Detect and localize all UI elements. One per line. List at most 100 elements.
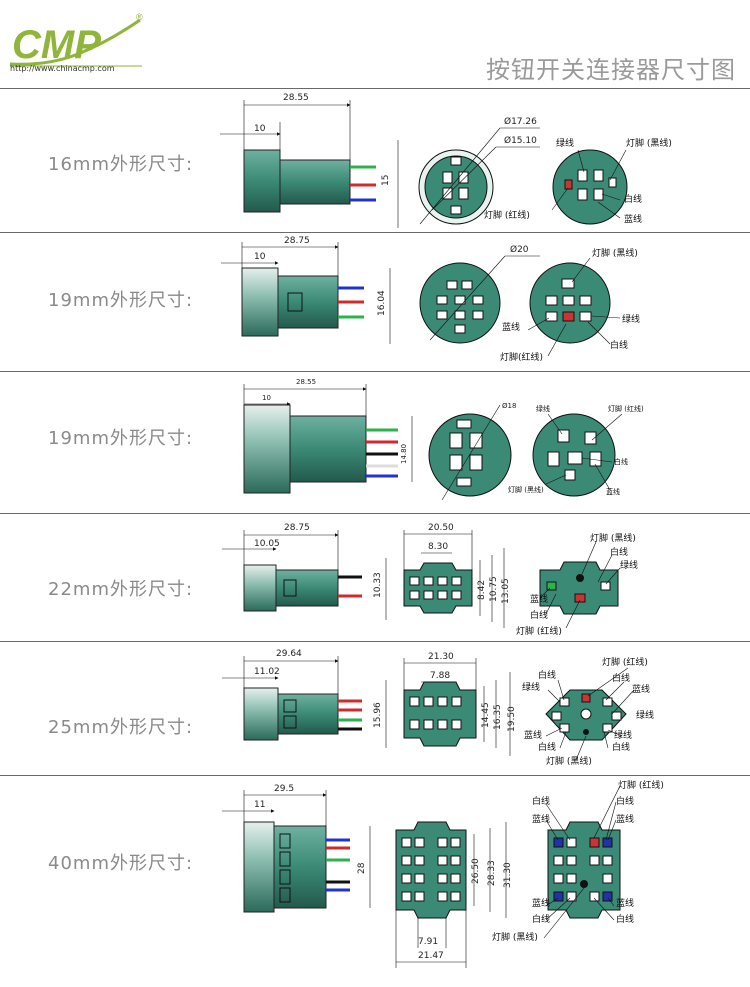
pin-label: 灯脚 (黑线)	[592, 247, 638, 259]
pin-label: 蓝线	[624, 213, 642, 225]
section-label-19mm-a: 19mm外形尺寸:	[48, 290, 194, 311]
dim-total: 28.55	[296, 378, 316, 386]
dim-h2: 16.35	[493, 704, 503, 730]
pin-label: 白线	[532, 913, 550, 925]
registered-mark: ®	[136, 12, 143, 22]
dim-width: 20.50	[428, 523, 454, 533]
side-view-25mm: 29.64 11.02 15.96	[222, 649, 387, 748]
divider	[0, 775, 750, 776]
dim-inner-dia: Ø15.10	[504, 135, 537, 146]
pin-label: 蓝线	[532, 897, 550, 909]
divider	[0, 513, 750, 514]
pin-label: 白线	[610, 339, 628, 351]
section-label-19mm-b: 19mm外形尺寸:	[48, 428, 194, 449]
dim-height: 10.33	[373, 572, 383, 598]
front-view-19mm-b: Ø18	[428, 402, 516, 501]
pin-label: 灯脚 (黑线)	[626, 137, 672, 149]
pin-view-25mm: 白线 灯脚 (红线) 白线 绿线 蓝线 绿线 蓝线 绿线 白线 灯脚 (黑线) …	[522, 656, 654, 767]
pin-label: 灯脚(红线)	[500, 351, 543, 363]
dim-height: 15.96	[373, 702, 383, 728]
dim-front: 10	[254, 252, 266, 262]
dim-total: 28.75	[284, 523, 310, 533]
dim-front: 11	[254, 800, 265, 810]
pin-label: 蓝线	[616, 897, 634, 909]
pin-view-19mm-a: 灯脚 (黑线) 蓝线 绿线 白线 灯脚(红线)	[500, 247, 640, 363]
pin-label: 蓝线	[532, 813, 550, 825]
pin-label: 白线	[624, 193, 642, 205]
pin-label: 灯脚 (黑线)	[546, 755, 592, 767]
pin-label: 蓝线	[632, 683, 650, 695]
logo-url: http://www.chinacmp.com	[10, 64, 115, 73]
dim-front: 10	[254, 124, 266, 134]
front-view-16mm: Ø17.26 Ø15.10	[418, 116, 540, 225]
logo-text: CMP	[12, 23, 101, 67]
pin-label: 白线	[610, 546, 628, 558]
front-view-25mm: 21.30 7.88 14.45 16.35 19.50	[403, 652, 517, 756]
pin-label: 白线	[616, 795, 634, 807]
pin-label: 绿线	[622, 313, 640, 325]
pin-label: 灯脚 (红线)	[618, 779, 664, 791]
front-view-22mm: 20.50 8.30 8.42 10.75 13.05	[403, 523, 511, 628]
dim-outer-dia: Ø17.26	[504, 116, 537, 127]
pin-label: 白线	[538, 741, 556, 753]
pin-label: 白线	[532, 795, 550, 807]
dim-front: 10	[262, 394, 271, 402]
side-view-22mm: 28.75 10.05 10.33	[222, 523, 387, 620]
dim-h1: 14.45	[481, 702, 491, 728]
pin-label: 蓝线	[616, 813, 634, 825]
section-label-40mm: 40mm外形尺寸:	[48, 853, 194, 874]
dim-h3: 13.05	[501, 578, 511, 604]
pin-label: 白线	[614, 457, 628, 466]
front-view-19mm-a: Ø20	[419, 244, 540, 344]
dim-h1: 26.50	[471, 858, 481, 884]
dim-h2: 28.33	[487, 860, 497, 886]
dim-total: 28.55	[283, 93, 309, 103]
dim-total: 28.75	[284, 236, 310, 246]
pin-label: 绿线	[620, 559, 638, 571]
page-title: 按钮开关连接器尺寸图	[486, 56, 736, 84]
section-label-25mm: 25mm外形尺寸:	[48, 717, 194, 738]
dim-height: 28	[357, 862, 367, 874]
dim-h3: 19.50	[507, 706, 517, 732]
pin-label: 绿线	[556, 137, 574, 149]
page-header: CMP ® http://www.chinacmp.com 按钮开关连接器尺寸图	[0, 0, 750, 88]
dim-height: 15	[381, 175, 391, 186]
pin-view-22mm: 灯脚 (黑线) 白线 绿线 蓝线 白线 灯脚 (红线)	[516, 532, 638, 637]
pin-view-16mm: 绿线 灯脚 (黑线) 白线 蓝线 灯脚 (红线)	[484, 137, 672, 225]
divider	[0, 371, 750, 372]
pin-label: 绿线	[614, 729, 632, 741]
pin-label: 蓝线	[606, 487, 620, 496]
dim-front: 11.02	[254, 667, 280, 677]
dim-inner-width: 7.91	[418, 937, 438, 947]
pin-label: 蓝线	[502, 321, 520, 333]
dim-h3: 31.30	[503, 862, 513, 888]
dim-inner-width: 7.88	[430, 671, 450, 681]
pin-label: 蓝线	[530, 593, 548, 605]
pin-label: 白线	[612, 741, 630, 753]
side-view-19mm-b: 28.55 10 14.80	[243, 378, 413, 494]
dim-total: 29.5	[274, 784, 294, 794]
dim-front: 10.05	[254, 539, 280, 549]
side-view-40mm: 29.5 11 28	[222, 784, 371, 913]
side-view-16mm: 28.55 10 15	[220, 93, 399, 228]
dim-height: 14.80	[400, 444, 408, 464]
pin-label: 白线	[530, 609, 548, 621]
cmp-logo: CMP	[9, 18, 142, 67]
dim-outer-dia: Ø20	[510, 244, 529, 255]
dim-h1: 8.42	[477, 580, 487, 600]
dim-total: 29.64	[276, 649, 302, 659]
pin-label: 白线	[616, 913, 634, 925]
pin-view-40mm: 灯脚 (红线) 白线 白线 蓝线 蓝线 蓝线 蓝线 白线 白线 灯脚 (黑线)	[492, 779, 664, 943]
pin-label: 灯脚 (黑线)	[492, 931, 538, 943]
pin-label: 绿线	[536, 404, 550, 413]
divider	[0, 88, 750, 89]
pin-label: 灯脚 (黑线)	[590, 532, 636, 544]
dim-inner-width: 8.30	[428, 542, 448, 552]
pin-label: 白线	[612, 672, 630, 684]
dim-width: 21.47	[418, 951, 444, 961]
pin-view-19mm-b: 绿线 灯脚 (红线) 白线 灯脚 (黑线) 蓝线	[508, 404, 644, 497]
dim-h2: 10.75	[489, 576, 499, 602]
divider	[0, 232, 750, 233]
pin-label: 蓝线	[524, 729, 542, 741]
